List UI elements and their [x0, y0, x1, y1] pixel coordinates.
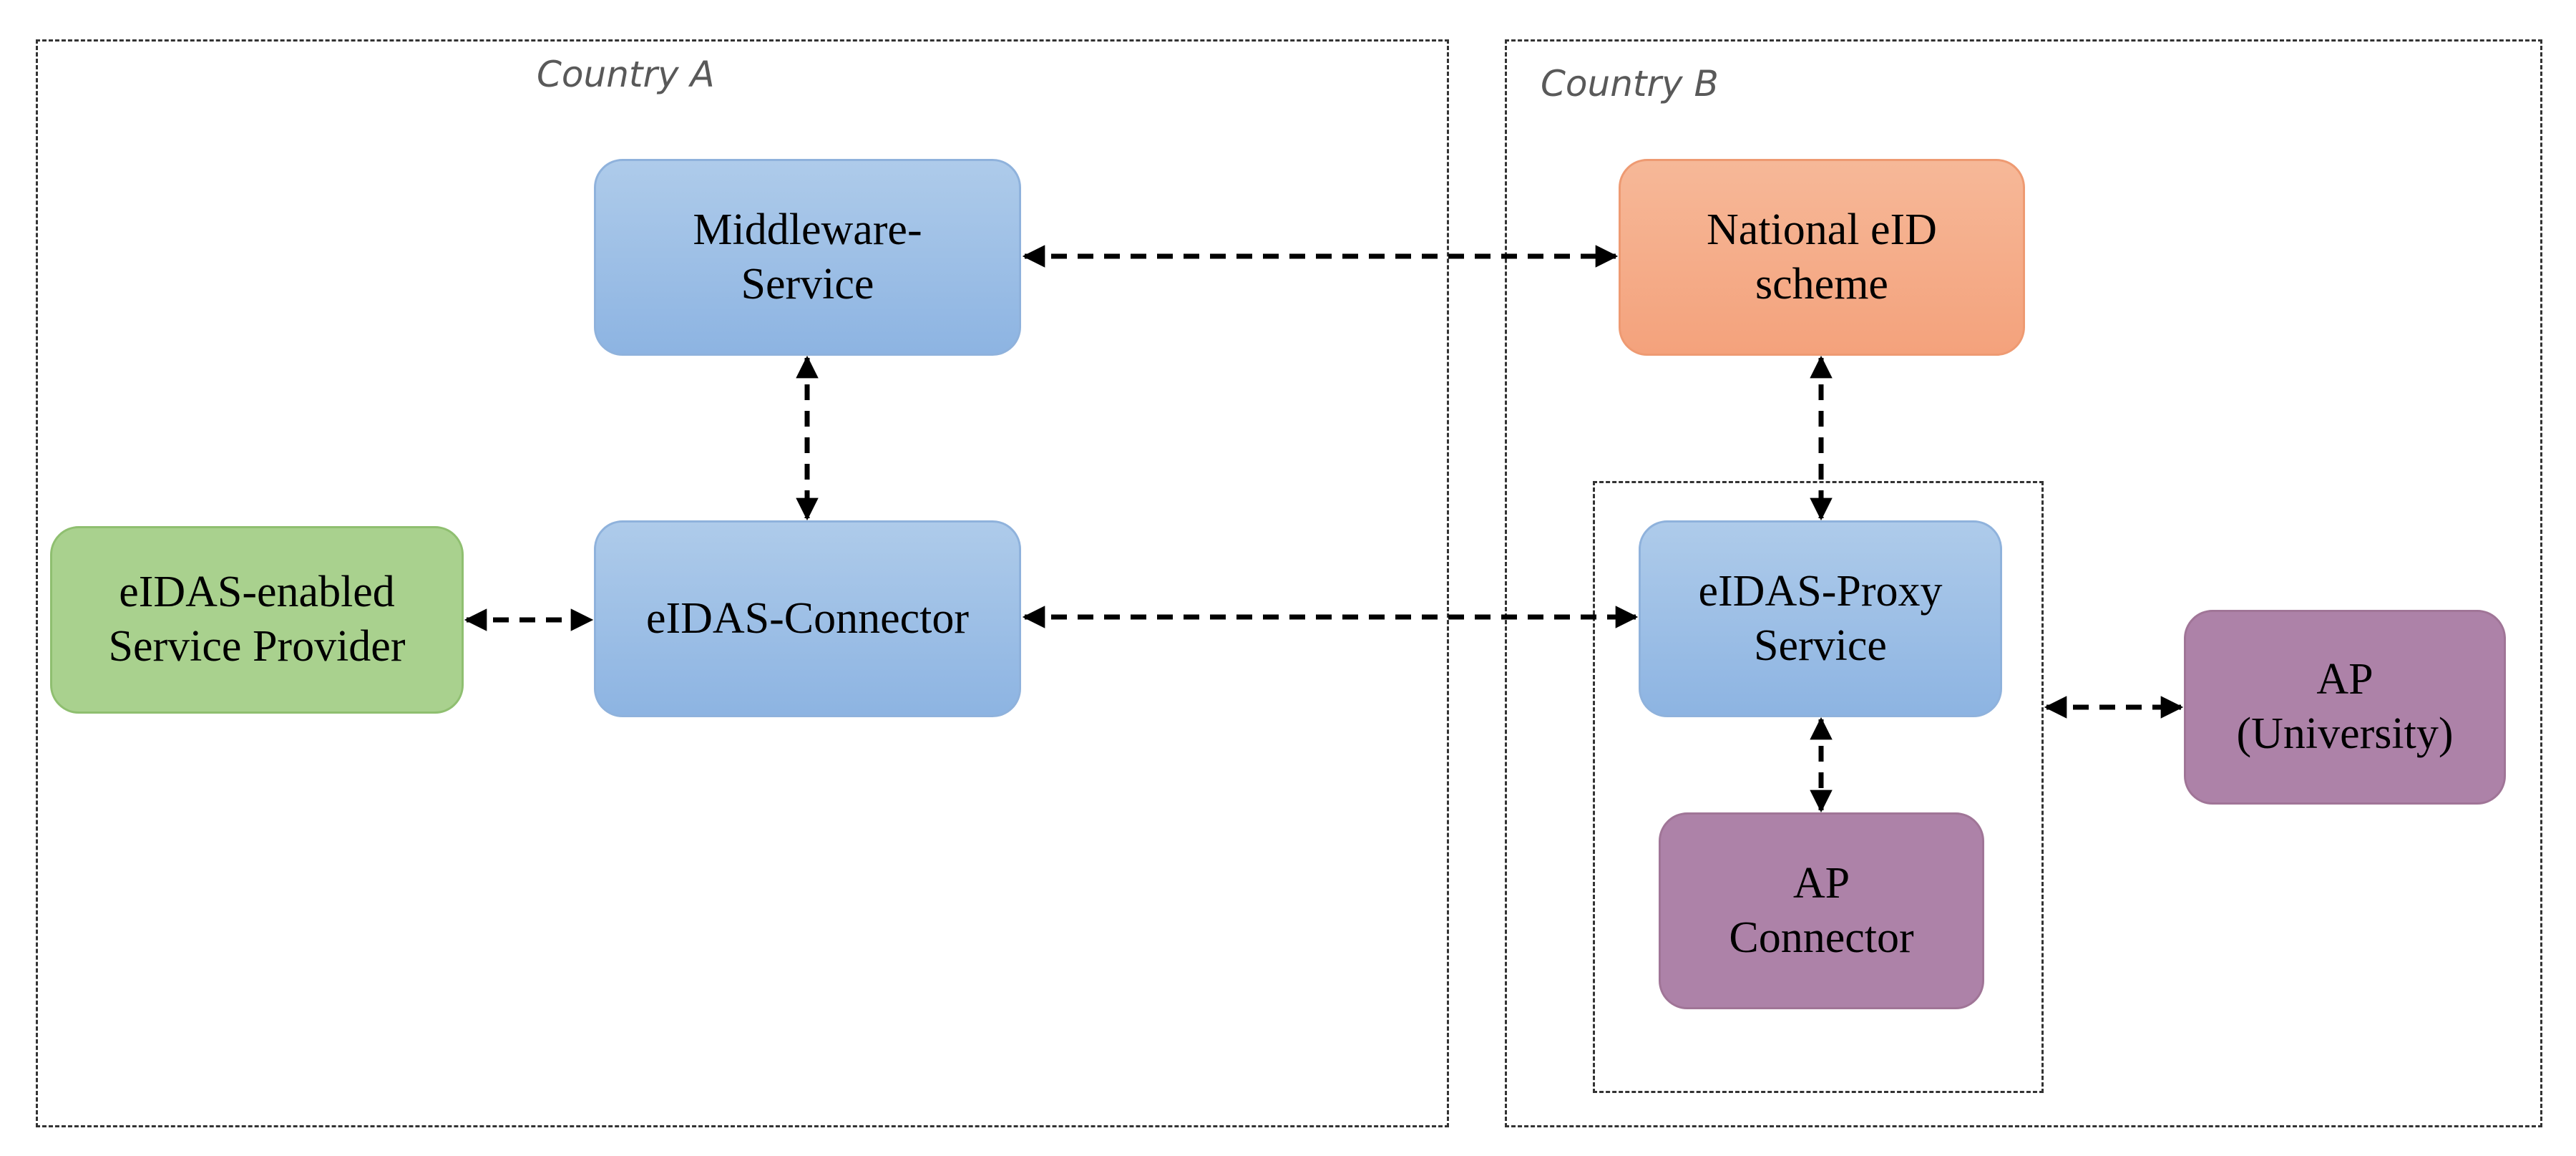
ap-university-node: AP (University): [2184, 610, 2506, 805]
service-provider-node: eIDAS-enabled Service Provider: [50, 526, 464, 714]
eidas-proxy-service-node: eIDAS-Proxy Service: [1639, 520, 2002, 717]
proxy-service-label-line2: Service: [1754, 621, 1887, 670]
national-eid-label-line2: scheme: [1755, 259, 1888, 309]
eidas-connector-label: eIDAS-Connector: [645, 593, 970, 643]
country-b-label: Country B: [1541, 63, 1719, 105]
country-a-label: Country A: [537, 54, 715, 95]
service-provider-label-line2: Service Provider: [108, 622, 406, 671]
ap-university-label-line2: (University): [2236, 709, 2454, 758]
ap-connector-node: AP Connector: [1659, 812, 1984, 1009]
middleware-service-label-line2: Service: [741, 259, 874, 309]
eidas-connector-node: eIDAS-Connector: [594, 520, 1021, 717]
national-eid-scheme-node: National eID scheme: [1619, 159, 2025, 356]
ap-university-label-line1: AP: [2316, 655, 2373, 704]
national-eid-label-line1: National eID: [1707, 205, 1937, 254]
middleware-service-label-line1: Middleware-: [693, 205, 922, 254]
ap-connector-label-line2: Connector: [1729, 913, 1914, 962]
country-b-region: [1505, 39, 2542, 1127]
proxy-service-label-line1: eIDAS-Proxy: [1698, 566, 1943, 616]
middleware-service-node: Middleware- Service: [594, 159, 1021, 356]
ap-connector-label-line1: AP: [1792, 858, 1850, 908]
service-provider-label-line1: eIDAS-enabled: [119, 568, 395, 617]
country-a-region: [36, 39, 1449, 1127]
